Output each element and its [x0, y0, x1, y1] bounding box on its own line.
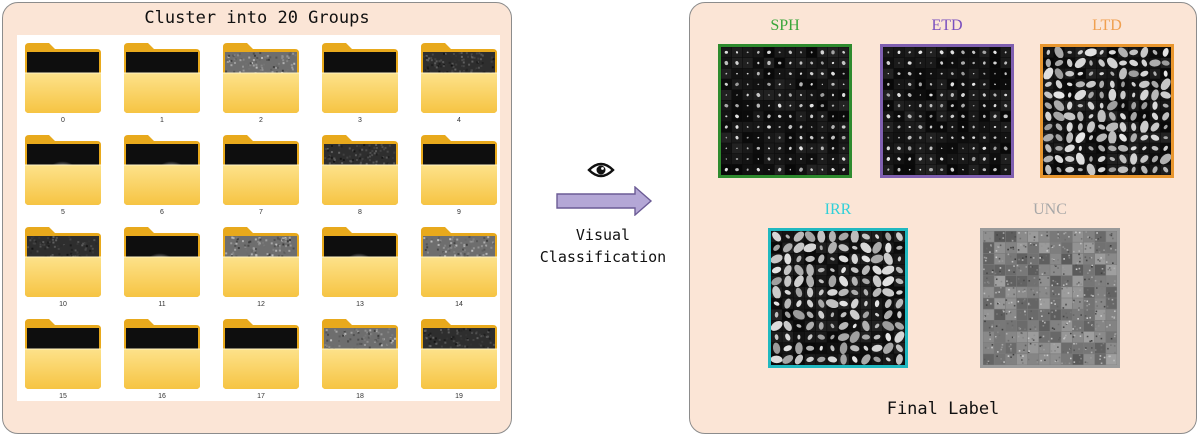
folder-icon — [25, 227, 101, 297]
folder-number: 17 — [257, 393, 265, 400]
folder-icon — [25, 319, 101, 389]
class-mosaic-ltd: LTD — [1040, 17, 1174, 179]
class-label: UNC — [1033, 201, 1067, 218]
folder-item[interactable]: 18 — [318, 315, 402, 403]
folder-number: 16 — [158, 393, 166, 400]
class-label: ETD — [931, 17, 963, 34]
folder-item[interactable]: 4 — [417, 39, 501, 127]
folder-icon — [421, 319, 497, 389]
folder-item[interactable]: 8 — [318, 131, 402, 219]
folder-item[interactable]: 9 — [417, 131, 501, 219]
folder-number: 8 — [358, 209, 362, 216]
folder-number: 7 — [259, 209, 263, 216]
folder-number: 2 — [259, 117, 263, 124]
class-mosaic-sph: SPH — [718, 17, 852, 179]
folder-number: 9 — [457, 209, 461, 216]
class-mosaic-etd: ETD — [880, 17, 1014, 179]
folder-icon — [124, 227, 200, 297]
folder-icon — [223, 227, 299, 297]
folder-icon — [322, 43, 398, 113]
class-image-grid — [980, 228, 1120, 368]
folder-icon — [25, 135, 101, 205]
folder-icon — [322, 227, 398, 297]
final-label-title: Final Label — [886, 399, 1000, 419]
folder-item[interactable]: 1 — [120, 39, 204, 127]
folder-item[interactable]: 7 — [219, 131, 303, 219]
folder-number: 19 — [455, 393, 463, 400]
folder-icon — [124, 135, 200, 205]
folder-number: 3 — [358, 117, 362, 124]
arrow-shape — [556, 186, 653, 216]
final-label-panel: SPH ETD LTD IRR UNC Final Label — [689, 2, 1197, 434]
folder-icon — [124, 319, 200, 389]
folder-number: 15 — [59, 393, 67, 400]
class-image-grid — [768, 228, 908, 368]
folder-icon — [223, 43, 299, 113]
folder-icon — [124, 43, 200, 113]
class-mosaic-irr: IRR — [768, 201, 908, 369]
folder-number: 18 — [356, 393, 364, 400]
folder-item[interactable]: 12 — [219, 223, 303, 311]
class-mosaic-unc: UNC — [980, 201, 1120, 369]
folder-number: 11 — [158, 301, 166, 308]
folder-icon — [223, 319, 299, 389]
class-image-grid — [1040, 44, 1174, 178]
folder-number: 4 — [457, 117, 461, 124]
class-label: IRR — [824, 201, 852, 218]
folder-number: 12 — [257, 301, 265, 308]
folder-number: 6 — [160, 209, 164, 216]
folder-item[interactable]: 5 — [21, 131, 105, 219]
folder-number: 10 — [59, 301, 67, 308]
class-label: LTD — [1092, 17, 1122, 34]
folder-icon — [421, 135, 497, 205]
folder-item[interactable]: 16 — [120, 315, 204, 403]
folder-item[interactable]: 17 — [219, 315, 303, 403]
folder-item[interactable]: 15 — [21, 315, 105, 403]
folder-item[interactable]: 10 — [21, 223, 105, 311]
folder-icon — [322, 319, 398, 389]
folder-number: 14 — [455, 301, 463, 308]
folder-icon — [223, 135, 299, 205]
folder-item[interactable]: 19 — [417, 315, 501, 403]
folder-icon — [322, 135, 398, 205]
folder-icon — [421, 43, 497, 113]
folder-item[interactable]: 0 — [21, 39, 105, 127]
folder-number: 13 — [356, 301, 364, 308]
class-label: SPH — [770, 17, 800, 34]
folder-item[interactable]: 14 — [417, 223, 501, 311]
class-image-grid — [718, 44, 852, 178]
folder-number: 0 — [61, 117, 65, 124]
arrow-label-visual: Visual — [575, 226, 631, 244]
folder-item[interactable]: 2 — [219, 39, 303, 127]
cluster-title: Cluster into 20 Groups — [144, 8, 370, 28]
folder-icon — [421, 227, 497, 297]
folder-number: 1 — [160, 117, 164, 124]
folder-icon — [25, 43, 101, 113]
eye-icon — [587, 162, 615, 178]
folder-item[interactable]: 11 — [120, 223, 204, 311]
folder-number: 5 — [61, 209, 65, 216]
arrow-label-classification: Classification — [539, 248, 667, 266]
folder-item[interactable]: 13 — [318, 223, 402, 311]
visual-classification-arrow: Visual Classification — [540, 160, 675, 280]
folder-item[interactable]: 6 — [120, 131, 204, 219]
folder-item[interactable]: 3 — [318, 39, 402, 127]
class-image-grid — [880, 44, 1014, 178]
